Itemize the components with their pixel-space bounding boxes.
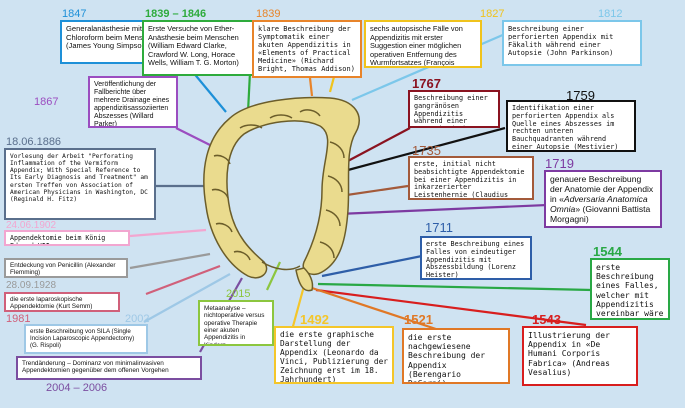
year-1735: 1735 bbox=[412, 143, 441, 158]
event-box-1767: Beschreibung einer gangränösen Appendizi… bbox=[408, 90, 500, 128]
event-text-1812: Beschreibung einer perforierten Appendix… bbox=[508, 25, 614, 58]
year-1902: 24.06.1902 bbox=[6, 220, 57, 231]
event-box-1544: erste Beschreibung eines Falles, welcher… bbox=[590, 258, 670, 320]
event-box-1839-1846: Erste Versuche von Ether-Anästhesie beim… bbox=[142, 20, 254, 76]
year-1886: 18.06.1886 bbox=[6, 136, 62, 148]
connector-2015 bbox=[266, 261, 281, 291]
event-box-1543: Illustrierung der Appendix in «De Humani… bbox=[522, 326, 638, 386]
event-text-1521: die erste nachgewiesene Beschreibung der… bbox=[408, 333, 486, 384]
event-box-2015: Metaanalyse – nichtoperative versus oper… bbox=[198, 300, 274, 346]
year-1759: 1759 bbox=[566, 88, 595, 103]
year-2004-2006: 2004 – 2006 bbox=[46, 382, 108, 394]
year-1839: 1839 bbox=[256, 8, 281, 20]
event-text-1839: klare Beschreibung der Symptomatik einer… bbox=[258, 25, 355, 74]
event-box-1867: Veröffentlichung der Fallberichte über m… bbox=[88, 76, 178, 128]
year-1847: 1847 bbox=[62, 8, 87, 20]
connector-1759 bbox=[347, 126, 506, 172]
event-box-1759: Identifikation einer perforierten Append… bbox=[506, 100, 636, 152]
connector-1719 bbox=[337, 202, 572, 216]
connector-1767 bbox=[345, 127, 411, 163]
year-1928: 28.09.1928 bbox=[6, 280, 57, 291]
event-text-1759: Identifikation einer perforierten Append… bbox=[512, 104, 619, 152]
connector-1981 bbox=[145, 264, 221, 296]
year-1812: 1812 bbox=[598, 8, 623, 20]
connector-1839-1846 bbox=[246, 71, 252, 113]
connector-1543 bbox=[315, 288, 587, 327]
year-1827: 1827 bbox=[480, 8, 505, 20]
year-2002: 2002 bbox=[125, 313, 150, 325]
event-box-2002: erste Beschreibung von SILA (Single Inci… bbox=[24, 324, 148, 354]
event-text-1719-c: » (Giovanni Battista Morgagni) bbox=[550, 203, 651, 224]
event-text-1827: sechs autopsische Fälle von Appendizitis… bbox=[370, 24, 463, 68]
event-box-1827: sechs autopsische Fälle von Appendizitis… bbox=[364, 20, 482, 68]
event-text-1544: erste Beschreibung eines Falles, welcher… bbox=[596, 263, 664, 318]
connector-1735 bbox=[339, 184, 409, 198]
event-box-1735: erste, initial nicht beabsichtigte Appen… bbox=[408, 156, 534, 200]
year-1543: 1543 bbox=[532, 312, 561, 327]
connector-1839 bbox=[308, 77, 314, 97]
year-1719: 1719 bbox=[545, 156, 574, 171]
event-box-1928: Entdeckung von Penicillin (Alexander Fle… bbox=[4, 258, 128, 278]
event-box-1902: Appendektomie beim König Edward VII bbox=[4, 230, 130, 246]
event-text-1928: Entdeckung von Penicillin (Alexander Fle… bbox=[10, 262, 116, 277]
year-1711: 1711 bbox=[425, 220, 453, 235]
year-1839-1846: 1839 – 1846 bbox=[145, 8, 207, 20]
event-text-1767: Beschreibung einer gangränösen Appendizi… bbox=[414, 94, 488, 126]
event-box-2004: Trendänderung – Dominanz von minimalinva… bbox=[16, 356, 202, 380]
event-box-1719: genauere Beschreibung der Anatomie der A… bbox=[544, 170, 662, 228]
event-text-1543: Illustrierung der Appendix in «De Humani… bbox=[528, 331, 610, 377]
connector-2002 bbox=[143, 273, 231, 323]
event-text-1867: Veröffentlichung der Fallberichte über m… bbox=[94, 81, 170, 128]
connector-1492 bbox=[290, 285, 306, 331]
event-text-1719-b: Adversaria Anatomica Omnia bbox=[550, 193, 648, 214]
event-text-1886: Vorlesung der Arbeit "Perforating Inflam… bbox=[10, 153, 148, 203]
connector-1928 bbox=[129, 252, 211, 270]
event-text-1902: Appendektomie beim König Edward VII bbox=[10, 234, 106, 246]
event-box-1839: klare Beschreibung der Symptomatik einer… bbox=[252, 20, 362, 78]
colon-illustration bbox=[203, 96, 360, 292]
year-1521: 1521 bbox=[404, 312, 433, 327]
event-text-2015: Metaanalyse – nichtoperative versus oper… bbox=[204, 305, 265, 346]
connector-1544 bbox=[317, 282, 593, 292]
event-text-2002: erste Beschreibung von SILA (Single Inci… bbox=[30, 328, 135, 350]
event-text-2004: Trendänderung – Dominanz von minimalinva… bbox=[22, 360, 169, 375]
event-box-1812: Beschreibung einer perforierten Appendix… bbox=[502, 20, 642, 66]
year-1767: 1767 bbox=[412, 76, 441, 91]
event-text-1839-1846: Erste Versuche von Ether-Anästhesie beim… bbox=[148, 24, 239, 68]
event-box-1981: die erste laparoskopische Appendektomie … bbox=[4, 292, 120, 312]
event-text-1735: erste, initial nicht beabsichtigte Appen… bbox=[414, 160, 525, 200]
year-1492: 1492 bbox=[300, 312, 329, 327]
year-2015: 2015 bbox=[226, 288, 251, 300]
year-1981: 1981 bbox=[6, 313, 31, 325]
event-text-1719-a: genauere Beschreibung der Anatomie der A… bbox=[550, 174, 654, 204]
year-1544: 1544 bbox=[593, 244, 622, 259]
event-box-1521: die erste nachgewiesene Beschreibung der… bbox=[402, 328, 510, 384]
year-1867: 1867 bbox=[34, 96, 59, 108]
event-text-1847: Generalanästhesie mit Chloroform beim Me… bbox=[66, 24, 160, 51]
event-text-1711: erste Beschreibung eines Falles von eind… bbox=[426, 240, 525, 280]
event-box-1886: Vorlesung der Arbeit "Perforating Inflam… bbox=[4, 148, 156, 220]
event-text-1492: die erste graphische Darstellung der App… bbox=[280, 330, 388, 384]
event-box-1711: erste Beschreibung eines Falles von eind… bbox=[420, 236, 532, 280]
connector-1711 bbox=[321, 254, 423, 278]
connector-1867 bbox=[175, 127, 213, 147]
connector-1521 bbox=[311, 286, 446, 334]
event-box-1492: die erste graphische Darstellung der App… bbox=[274, 326, 394, 384]
connector-1902 bbox=[129, 228, 207, 238]
event-text-1981: die erste laparoskopische Appendektomie … bbox=[10, 296, 93, 311]
